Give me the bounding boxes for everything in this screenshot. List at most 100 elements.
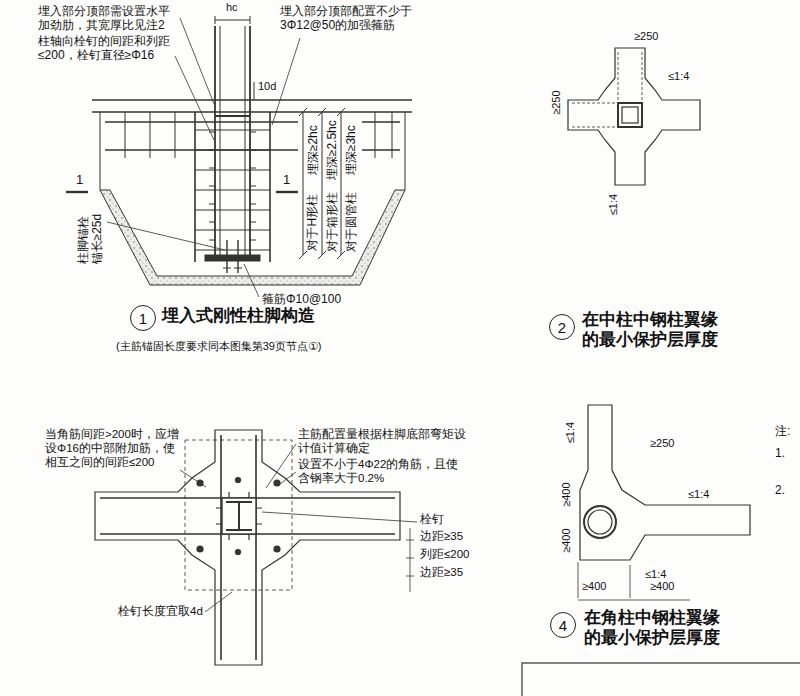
embedded-column-base xyxy=(107,222,225,250)
section-1-1 xyxy=(280,472,296,484)
annotation: 边距≥35 xyxy=(420,566,463,580)
annotation: ≤1:4 xyxy=(645,568,666,581)
annotation: 栓钉 xyxy=(420,513,444,527)
section-1-1 xyxy=(266,444,296,488)
annotation: 10d xyxy=(258,80,276,93)
middle-column-section xyxy=(618,103,642,127)
embedded-column-base xyxy=(66,191,88,193)
title-block-edge xyxy=(522,663,800,696)
figure-title: 在中柱中钢柱翼缘的最小保护层厚度 xyxy=(582,310,732,351)
figure-title: 埋入式刚性柱脚构造 xyxy=(162,306,315,326)
section-1-1 xyxy=(197,478,280,555)
embedded-column-base xyxy=(209,132,215,240)
annotation: ≤1:4 xyxy=(668,70,689,83)
embedded-column-base xyxy=(175,56,214,140)
dimension-label: 埋深≥3hc xyxy=(343,125,357,175)
dimension-label: 埋深≥2hc xyxy=(305,125,319,175)
annotation: hc xyxy=(226,1,238,14)
annotation: ≥250 xyxy=(634,30,658,43)
dimension-label: 对于H形柱 xyxy=(305,194,319,251)
annotation: 箍筋Φ10@100 xyxy=(262,292,341,306)
corner-column-section xyxy=(578,562,630,598)
embedded-column-base xyxy=(303,112,341,255)
annotation: 栓钉长度宜取4d xyxy=(118,605,203,619)
embedded-column-base xyxy=(244,264,259,297)
embedded-column-base xyxy=(195,112,270,262)
section-1-1 xyxy=(226,502,252,530)
corner-column-section xyxy=(580,405,750,560)
corner-column-section xyxy=(578,405,750,600)
annotation: ≥400 xyxy=(650,580,674,593)
annotation: (主筋锚固长度要求同本图集第39页节点①) xyxy=(116,340,321,353)
section-1-1 xyxy=(205,592,232,612)
middle-column-section xyxy=(622,107,638,123)
dimension-label: ≥250 xyxy=(550,90,563,114)
dimension-label: ≤1:4 xyxy=(564,421,577,442)
annotation: 1 xyxy=(283,172,290,188)
embedded-column-base xyxy=(205,255,260,261)
section-1-1 xyxy=(274,480,280,486)
annotation: 柱轴向栓钉的间距和列距≤200，栓钉直径≥Φ16 xyxy=(38,34,178,63)
embedded-column-base xyxy=(249,26,251,255)
embedded-column-base xyxy=(254,82,255,100)
annotation: 1. xyxy=(775,446,785,460)
callout-number: 2 xyxy=(558,320,566,335)
section-1-1 xyxy=(262,512,417,522)
section-1-1 xyxy=(222,498,256,534)
section-1-1 xyxy=(197,546,203,552)
embedded-column-base xyxy=(405,112,406,190)
dimension-label: 埋深≥2.5hc xyxy=(324,120,338,180)
callout-circle: 4 xyxy=(550,612,576,638)
corner-column-section xyxy=(578,600,690,601)
callout-number: 1 xyxy=(139,311,147,326)
embedded-column-base xyxy=(245,26,246,255)
annotation: 埋入部分顶部配置不少于3Φ12@50的加强箍筋 xyxy=(280,4,420,33)
annotation: ≥400 xyxy=(582,580,606,593)
section-1-1 xyxy=(236,478,241,483)
annotation: 埋入部分顶部需设置水平加劲肋，其宽厚比见注2 xyxy=(38,4,178,33)
middle-column-section xyxy=(572,103,615,127)
middle-column-section xyxy=(568,48,700,185)
section-1-1 xyxy=(180,470,206,487)
section-1-1 xyxy=(185,440,292,590)
annotation: 列距≤200 xyxy=(420,548,470,562)
embedded-column-base xyxy=(180,18,214,104)
callout-circle: 2 xyxy=(549,314,575,340)
embedded-column-base xyxy=(92,99,412,100)
callout-number: 4 xyxy=(559,618,567,633)
section-1-1 xyxy=(274,546,280,552)
annotation: 主筋配置量根据柱脚底部弯矩设计值计算确定 xyxy=(298,428,470,456)
embedded-column-base xyxy=(215,115,250,117)
section-1-1 xyxy=(406,528,414,592)
dimension-label: 对于箱形柱 xyxy=(324,192,338,252)
embedded-column-base xyxy=(92,111,412,112)
figure-title: 在角柱中钢柱翼缘的最小保护层厚度 xyxy=(584,608,734,649)
embedded-column-base xyxy=(100,112,101,190)
annotation: 注: xyxy=(775,424,790,438)
embedded-column-base xyxy=(215,20,250,21)
annotation: ≤1:4 xyxy=(688,488,709,501)
section-1-1 xyxy=(216,492,262,540)
middle-column-section xyxy=(618,52,642,100)
annotation: 2. xyxy=(775,483,785,497)
middle-column-section xyxy=(568,48,700,185)
annotation: 当角筋间距>200时，应增设Φ16的中部附加筋，使相互之间的间距≤200 xyxy=(45,428,180,469)
embedded-column-base xyxy=(299,108,345,259)
callout-circle: 1 xyxy=(130,305,156,331)
dimension-label: ≥400 xyxy=(560,528,573,552)
annotation: 设置不小于4Φ22的角筋，且使含钢率大于0.2% xyxy=(298,458,470,486)
corner-column-section xyxy=(584,506,616,538)
embedded-column-base xyxy=(195,130,270,250)
annotation: ≥250 xyxy=(650,437,674,450)
embedded-column-base xyxy=(250,132,256,240)
embedded-column-base xyxy=(215,16,216,24)
embedded-column-base xyxy=(214,26,216,255)
embedded-column-base xyxy=(223,268,242,269)
dimension-label: ≥400 xyxy=(560,482,573,506)
dimension-label: 柱脚锚栓锚长≥25d xyxy=(76,206,105,264)
dimension-label: ≤1:4 xyxy=(607,193,620,214)
title-block-edge xyxy=(522,663,800,696)
section-1-1 xyxy=(236,550,241,555)
dimension-label: 对于圆管柱 xyxy=(343,192,357,252)
